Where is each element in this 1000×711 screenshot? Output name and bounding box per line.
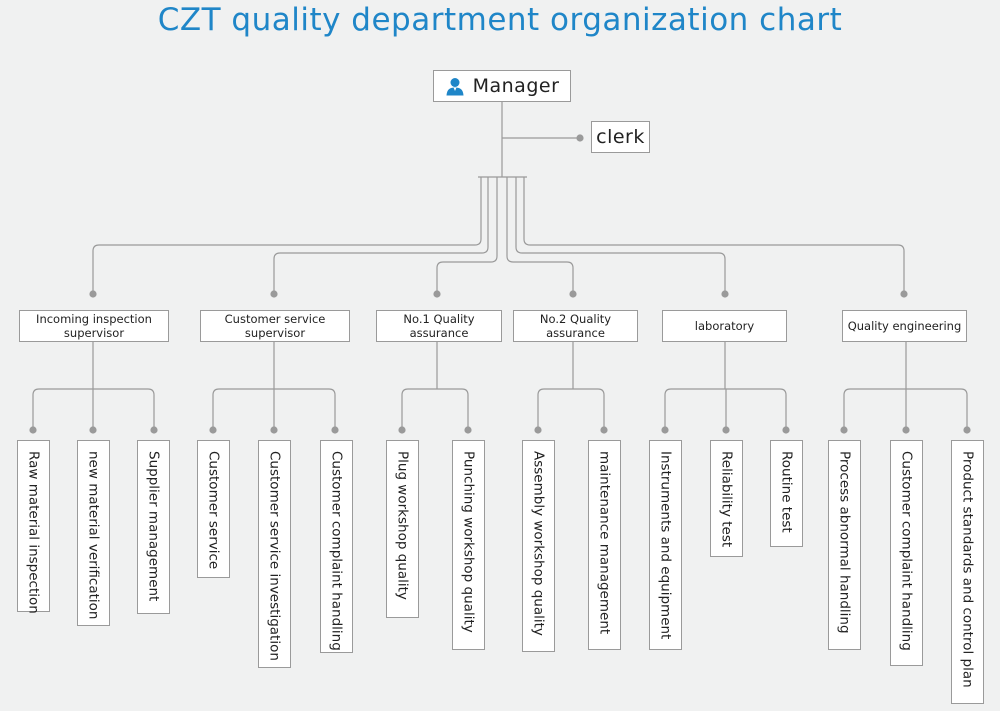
dept-no2-quality-assurance: No.2 Quality assurance bbox=[513, 310, 638, 342]
task-node: Customer complaint handling bbox=[320, 440, 353, 653]
task-node: Customer service bbox=[197, 440, 230, 578]
task-label: Punching workshop quality bbox=[460, 451, 477, 633]
task-node: Instruments and equipment bbox=[649, 440, 682, 650]
connector-dot bbox=[331, 426, 339, 434]
task-label: maintenance management bbox=[596, 451, 613, 635]
connector-dot bbox=[89, 426, 97, 434]
manager-label: Manager bbox=[472, 75, 560, 97]
connector-dot bbox=[900, 290, 908, 298]
task-label: Customer complaint handling bbox=[898, 451, 915, 651]
connector-dot bbox=[433, 290, 441, 298]
task-node: Punching workshop quality bbox=[452, 440, 485, 650]
clerk-label: clerk bbox=[596, 126, 645, 148]
connector-dot bbox=[840, 426, 848, 434]
task-node: Assembly workshop quality bbox=[522, 440, 555, 652]
task-label: Raw material inspection bbox=[25, 451, 42, 614]
connector-dot bbox=[534, 426, 542, 434]
connector-dot bbox=[209, 426, 217, 434]
dept-connector bbox=[273, 177, 489, 294]
connector-dot bbox=[569, 290, 577, 298]
dept-customer-service: Customer service supervisor bbox=[200, 310, 350, 342]
dept-label: No.2 Quality assurance bbox=[539, 312, 612, 340]
dept-label: No.1 Quality assurance bbox=[403, 312, 475, 340]
dept-laboratory: laboratory bbox=[662, 310, 787, 342]
task-label: Customer service investigation bbox=[266, 451, 283, 661]
connector-dot bbox=[902, 426, 910, 434]
dept-connector bbox=[515, 177, 726, 294]
dept-connector bbox=[436, 177, 498, 294]
connector-dot bbox=[464, 426, 472, 434]
group-bar bbox=[537, 388, 605, 430]
connector-dot bbox=[600, 426, 608, 434]
dept-quality-engineering: Quality engineering bbox=[842, 310, 967, 342]
dept-label: Customer service supervisor bbox=[224, 312, 326, 340]
task-label: Plug workshop quality bbox=[394, 451, 411, 600]
connector-dot bbox=[398, 426, 406, 434]
dept-connector bbox=[523, 177, 905, 294]
dept-incoming-inspection: Incoming inspection supervisor bbox=[19, 310, 169, 342]
task-label: Reliability test bbox=[718, 451, 735, 548]
task-label: Process abnormal handling bbox=[836, 451, 853, 634]
task-label: new material verification bbox=[85, 451, 102, 620]
task-node: Customer complaint handling bbox=[890, 440, 923, 666]
connector-dot bbox=[270, 290, 278, 298]
dept-label: laboratory bbox=[694, 319, 755, 333]
task-label: Supplier management bbox=[145, 451, 162, 602]
dept-label: Quality engineering bbox=[847, 319, 962, 333]
person-icon bbox=[446, 78, 464, 96]
task-label: Customer service bbox=[205, 451, 222, 570]
chart-title: CZT quality department organization char… bbox=[157, 2, 843, 38]
connector-dot bbox=[29, 426, 37, 434]
task-node: Reliability test bbox=[710, 440, 743, 557]
task-node: new material verification bbox=[77, 440, 110, 626]
task-node: Supplier management bbox=[137, 440, 170, 614]
task-label: Instruments and equipment bbox=[657, 451, 674, 640]
manager-node: Manager bbox=[433, 70, 571, 102]
connector-dot bbox=[576, 134, 584, 142]
task-node: maintenance management bbox=[588, 440, 621, 650]
group-bar bbox=[401, 388, 469, 430]
connector-dot bbox=[722, 426, 730, 434]
task-label: Assembly workshop quality bbox=[530, 451, 547, 636]
task-node: Raw material inspection bbox=[17, 440, 50, 614]
task-label: Customer complaint handling bbox=[328, 451, 345, 651]
dept-connector bbox=[92, 177, 482, 294]
clerk-node: clerk bbox=[591, 121, 650, 153]
connector-dot bbox=[150, 426, 158, 434]
task-node: Routine test bbox=[770, 440, 803, 547]
dept-no1-quality-assurance: No.1 Quality assurance bbox=[376, 310, 502, 342]
task-label: Product standards and control plan bbox=[959, 451, 976, 688]
task-node: Product standards and control plan bbox=[951, 440, 984, 704]
dept-connector bbox=[506, 177, 574, 294]
dept-label: Incoming inspection supervisor bbox=[36, 312, 152, 340]
connector-dot bbox=[270, 426, 278, 434]
task-node: Customer service investigation bbox=[258, 440, 291, 668]
task-node: Plug workshop quality bbox=[386, 440, 419, 618]
connector-dot bbox=[963, 426, 971, 434]
connector-dot bbox=[721, 290, 729, 298]
connector-dot bbox=[782, 426, 790, 434]
task-node: Process abnormal handling bbox=[828, 440, 861, 650]
connector-dot bbox=[661, 426, 669, 434]
connector-dot bbox=[89, 290, 97, 298]
task-label: Routine test bbox=[778, 451, 795, 533]
